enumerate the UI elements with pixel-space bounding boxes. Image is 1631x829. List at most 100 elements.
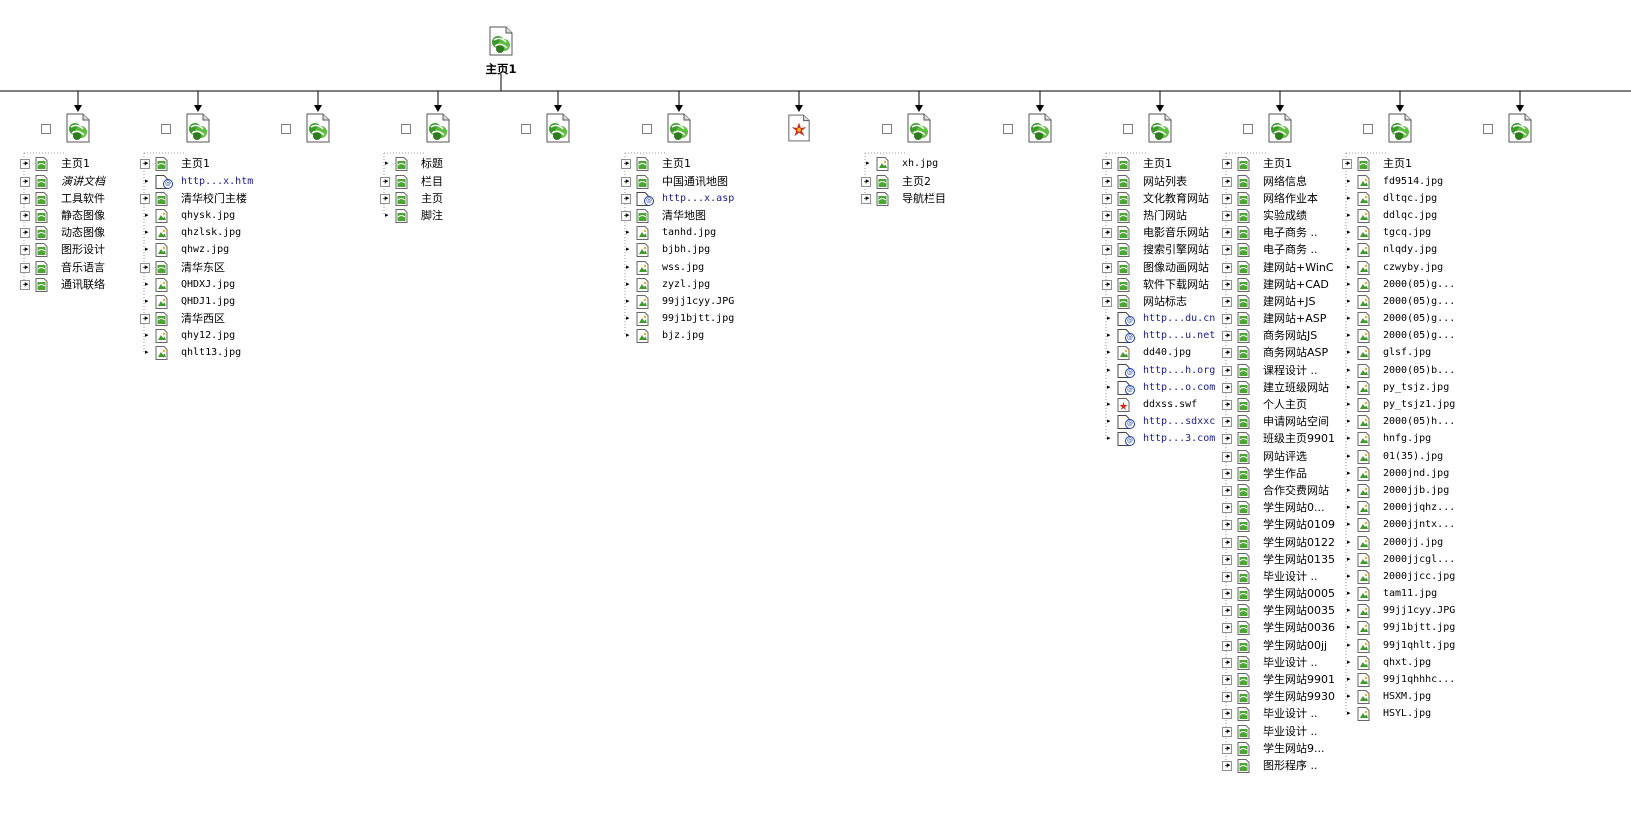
expand-toggle[interactable]: + bbox=[1222, 279, 1232, 290]
expand-toggle[interactable]: + bbox=[1222, 296, 1232, 307]
expand-toggle[interactable]: + bbox=[621, 176, 631, 187]
expand-toggle[interactable]: + bbox=[1222, 331, 1232, 342]
expand-toggle[interactable]: + bbox=[1222, 692, 1232, 703]
root-node[interactable]: 主页1 bbox=[466, 26, 536, 77]
expand-toggle[interactable]: + bbox=[1222, 417, 1232, 428]
expand-toggle[interactable]: + bbox=[1102, 193, 1112, 204]
expand-toggle[interactable]: + bbox=[621, 159, 631, 170]
expand-toggle[interactable]: + bbox=[1222, 520, 1232, 531]
node-n2[interactable] bbox=[263, 113, 373, 148]
expand-toggle[interactable]: + bbox=[1222, 709, 1232, 720]
expand-toggle[interactable]: + bbox=[1222, 571, 1232, 582]
expand-toggle[interactable]: + bbox=[1222, 314, 1232, 325]
page-icon bbox=[35, 174, 48, 194]
collapse-toggle[interactable] bbox=[41, 124, 51, 134]
node-n1[interactable] bbox=[143, 113, 253, 148]
collapse-toggle[interactable] bbox=[882, 124, 892, 134]
expand-toggle[interactable]: + bbox=[1222, 623, 1232, 634]
expand-toggle[interactable]: + bbox=[1222, 589, 1232, 600]
expand-toggle[interactable]: + bbox=[1102, 279, 1112, 290]
expand-toggle[interactable]: + bbox=[861, 193, 871, 204]
expand-toggle[interactable]: + bbox=[1222, 365, 1232, 376]
item-label: 演讲文档 bbox=[61, 174, 105, 188]
expand-toggle[interactable]: + bbox=[1102, 228, 1112, 239]
node-n8[interactable] bbox=[985, 113, 1095, 148]
expand-toggle[interactable]: + bbox=[20, 176, 30, 187]
node-n12[interactable] bbox=[1465, 113, 1575, 148]
collapse-toggle[interactable] bbox=[1363, 124, 1373, 134]
node-n3[interactable] bbox=[383, 113, 493, 148]
expand-toggle[interactable]: + bbox=[1222, 434, 1232, 445]
expand-toggle[interactable]: + bbox=[20, 245, 30, 256]
expand-toggle[interactable]: + bbox=[380, 176, 390, 187]
expand-toggle[interactable]: + bbox=[20, 262, 30, 273]
expand-toggle[interactable]: + bbox=[20, 228, 30, 239]
node-n5[interactable] bbox=[624, 113, 734, 148]
expand-toggle[interactable]: + bbox=[1222, 554, 1232, 565]
node-n7[interactable] bbox=[864, 113, 974, 148]
expand-toggle[interactable]: + bbox=[1222, 159, 1232, 170]
expand-toggle[interactable]: + bbox=[1222, 382, 1232, 393]
expand-toggle[interactable]: + bbox=[380, 193, 390, 204]
node-n0[interactable] bbox=[23, 113, 133, 148]
expand-toggle[interactable]: + bbox=[1222, 262, 1232, 273]
item-label: 主页1 bbox=[181, 157, 210, 171]
expand-toggle[interactable]: + bbox=[1222, 245, 1232, 256]
item-label: tanhd.jpg bbox=[662, 227, 717, 239]
expand-toggle[interactable]: + bbox=[1222, 675, 1232, 686]
expand-toggle[interactable]: + bbox=[1222, 657, 1232, 668]
arrow-right-icon: ▸ bbox=[1227, 468, 1231, 477]
expand-toggle[interactable]: + bbox=[1222, 210, 1232, 221]
expand-toggle[interactable]: + bbox=[621, 210, 631, 221]
expand-toggle[interactable]: + bbox=[1102, 159, 1112, 170]
expand-toggle[interactable] bbox=[521, 124, 531, 134]
expand-toggle[interactable]: + bbox=[1342, 159, 1352, 170]
node-n4[interactable] bbox=[503, 113, 613, 148]
expand-toggle[interactable]: + bbox=[1102, 210, 1112, 221]
node-n11[interactable] bbox=[1345, 113, 1455, 148]
expand-toggle[interactable]: + bbox=[1222, 726, 1232, 737]
expand-toggle[interactable]: + bbox=[1102, 296, 1112, 307]
expand-toggle[interactable]: + bbox=[20, 193, 30, 204]
collapse-toggle[interactable] bbox=[401, 124, 411, 134]
expand-toggle[interactable]: + bbox=[1102, 176, 1112, 187]
expand-toggle[interactable]: + bbox=[861, 176, 871, 187]
expand-toggle[interactable]: + bbox=[1222, 193, 1232, 204]
expand-toggle[interactable] bbox=[281, 124, 291, 134]
expand-toggle[interactable]: + bbox=[1222, 176, 1232, 187]
expand-toggle[interactable]: + bbox=[1222, 348, 1232, 359]
expand-toggle[interactable]: + bbox=[1222, 760, 1232, 771]
expand-toggle[interactable] bbox=[1003, 124, 1013, 134]
expand-toggle[interactable]: + bbox=[1222, 228, 1232, 239]
node-n6[interactable] bbox=[744, 113, 854, 148]
expand-toggle[interactable]: + bbox=[140, 193, 150, 204]
expand-toggle[interactable]: + bbox=[1222, 400, 1232, 411]
expand-toggle[interactable]: + bbox=[20, 159, 30, 170]
expand-toggle[interactable]: + bbox=[1222, 503, 1232, 514]
expand-toggle[interactable]: + bbox=[1102, 262, 1112, 273]
expand-toggle[interactable]: + bbox=[1222, 640, 1232, 651]
node-n9[interactable] bbox=[1105, 113, 1215, 148]
expand-toggle[interactable]: + bbox=[140, 159, 150, 170]
collapse-toggle[interactable] bbox=[1123, 124, 1133, 134]
expand-toggle[interactable]: + bbox=[621, 193, 631, 204]
page-icon bbox=[1237, 638, 1250, 658]
node-n10[interactable] bbox=[1225, 113, 1335, 148]
expand-toggle[interactable]: + bbox=[1102, 245, 1112, 256]
expand-toggle[interactable] bbox=[1483, 124, 1493, 134]
expand-toggle[interactable]: + bbox=[1222, 485, 1232, 496]
expand-toggle[interactable]: + bbox=[1222, 537, 1232, 548]
page-icon bbox=[636, 208, 649, 228]
expand-toggle[interactable]: + bbox=[1222, 451, 1232, 462]
collapse-toggle[interactable] bbox=[1243, 124, 1253, 134]
collapse-toggle[interactable] bbox=[161, 124, 171, 134]
expand-toggle[interactable]: + bbox=[20, 279, 30, 290]
expand-toggle[interactable]: + bbox=[140, 262, 150, 273]
expand-toggle[interactable]: + bbox=[140, 314, 150, 325]
expand-toggle[interactable]: + bbox=[1222, 743, 1232, 754]
expand-toggle[interactable]: + bbox=[1222, 606, 1232, 617]
collapse-toggle[interactable] bbox=[642, 124, 652, 134]
page-icon bbox=[1237, 294, 1250, 314]
expand-toggle[interactable]: + bbox=[1222, 468, 1232, 479]
expand-toggle[interactable]: + bbox=[20, 210, 30, 221]
